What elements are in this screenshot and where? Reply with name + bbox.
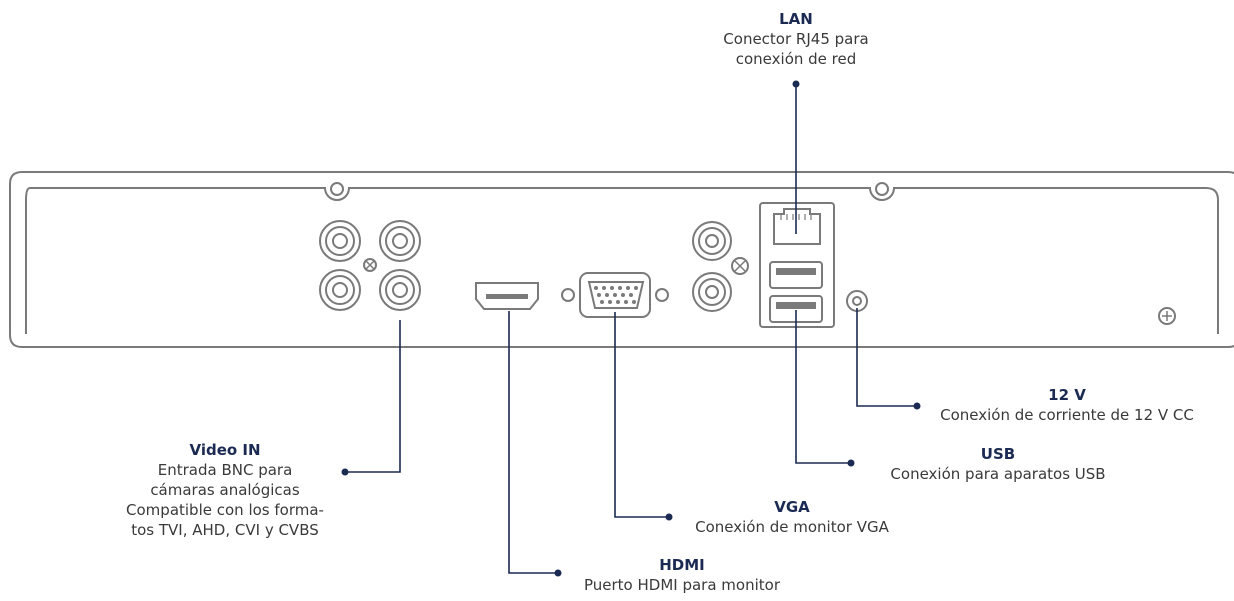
callout-vga-line-1: Conexión de monitor VGA bbox=[695, 518, 889, 536]
callout-hdmi-line-1: Puerto HDMI para monitor bbox=[583, 576, 780, 594]
mount-hole-left bbox=[330, 182, 344, 196]
callout-lan-title: LAN bbox=[779, 10, 813, 28]
audio-rca-jacks bbox=[692, 221, 732, 312]
dot-video-in bbox=[341, 468, 349, 476]
callout-hdmi-title: HDMI bbox=[659, 556, 705, 574]
callout-lan: LAN Conector RJ45 para conexión de red bbox=[683, 9, 909, 69]
callout-usb-line-1: Conexión para aparatos USB bbox=[890, 465, 1106, 483]
callout-video-in-line-2: cámaras analógicas bbox=[150, 481, 300, 499]
usb-port-top bbox=[769, 261, 823, 289]
callout-hdmi: HDMI Puerto HDMI para monitor bbox=[554, 555, 810, 595]
dot-12v bbox=[913, 402, 921, 410]
audio-screw-icon bbox=[731, 257, 749, 275]
device-inner-outline bbox=[25, 187, 1219, 334]
dot-vga bbox=[665, 513, 673, 521]
hdmi-port bbox=[475, 282, 539, 310]
callout-usb-title: USB bbox=[980, 445, 1016, 463]
leader-12v bbox=[856, 308, 917, 407]
callout-video-in: Video IN Entrada BNC para cámaras analóg… bbox=[112, 440, 338, 540]
callout-vga-title: VGA bbox=[774, 498, 810, 516]
callout-vga: VGA Conexión de monitor VGA bbox=[668, 497, 916, 537]
device-outline bbox=[9, 171, 1234, 348]
leader-hdmi bbox=[508, 311, 558, 574]
callout-12v: 12 V Conexión de corriente de 12 V CC bbox=[918, 385, 1216, 425]
callout-12v-line-1: Conexión de corriente de 12 V CC bbox=[940, 406, 1194, 424]
bnc-video-inputs bbox=[319, 220, 421, 311]
mount-hole-right bbox=[875, 182, 889, 196]
leader-vga bbox=[614, 312, 669, 518]
leader-usb bbox=[795, 310, 851, 464]
bnc-screw-icon bbox=[363, 258, 377, 272]
io-panel bbox=[759, 202, 835, 328]
callout-video-in-line-4: tos TVI, AHD, CVI y CVBS bbox=[131, 521, 319, 539]
vga-pins bbox=[594, 286, 638, 304]
dot-lan bbox=[792, 80, 800, 88]
callout-lan-line-2: conexión de red bbox=[735, 50, 857, 68]
callout-12v-title: 12 V bbox=[1048, 386, 1086, 404]
callout-video-in-line-3: Compatible con los forma- bbox=[126, 501, 324, 519]
callout-lan-line-1: Conector RJ45 para bbox=[723, 30, 869, 48]
leader-video-in bbox=[345, 320, 401, 473]
callout-video-in-title: Video IN bbox=[189, 441, 261, 459]
dot-usb bbox=[847, 459, 855, 467]
callout-usb: USB Conexión para aparatos USB bbox=[866, 444, 1130, 484]
dot-hdmi bbox=[554, 569, 562, 577]
ground-screw-icon bbox=[1158, 307, 1176, 325]
callout-video-in-line-1: Entrada BNC para bbox=[157, 461, 293, 479]
rj45-lan-port bbox=[773, 208, 821, 245]
